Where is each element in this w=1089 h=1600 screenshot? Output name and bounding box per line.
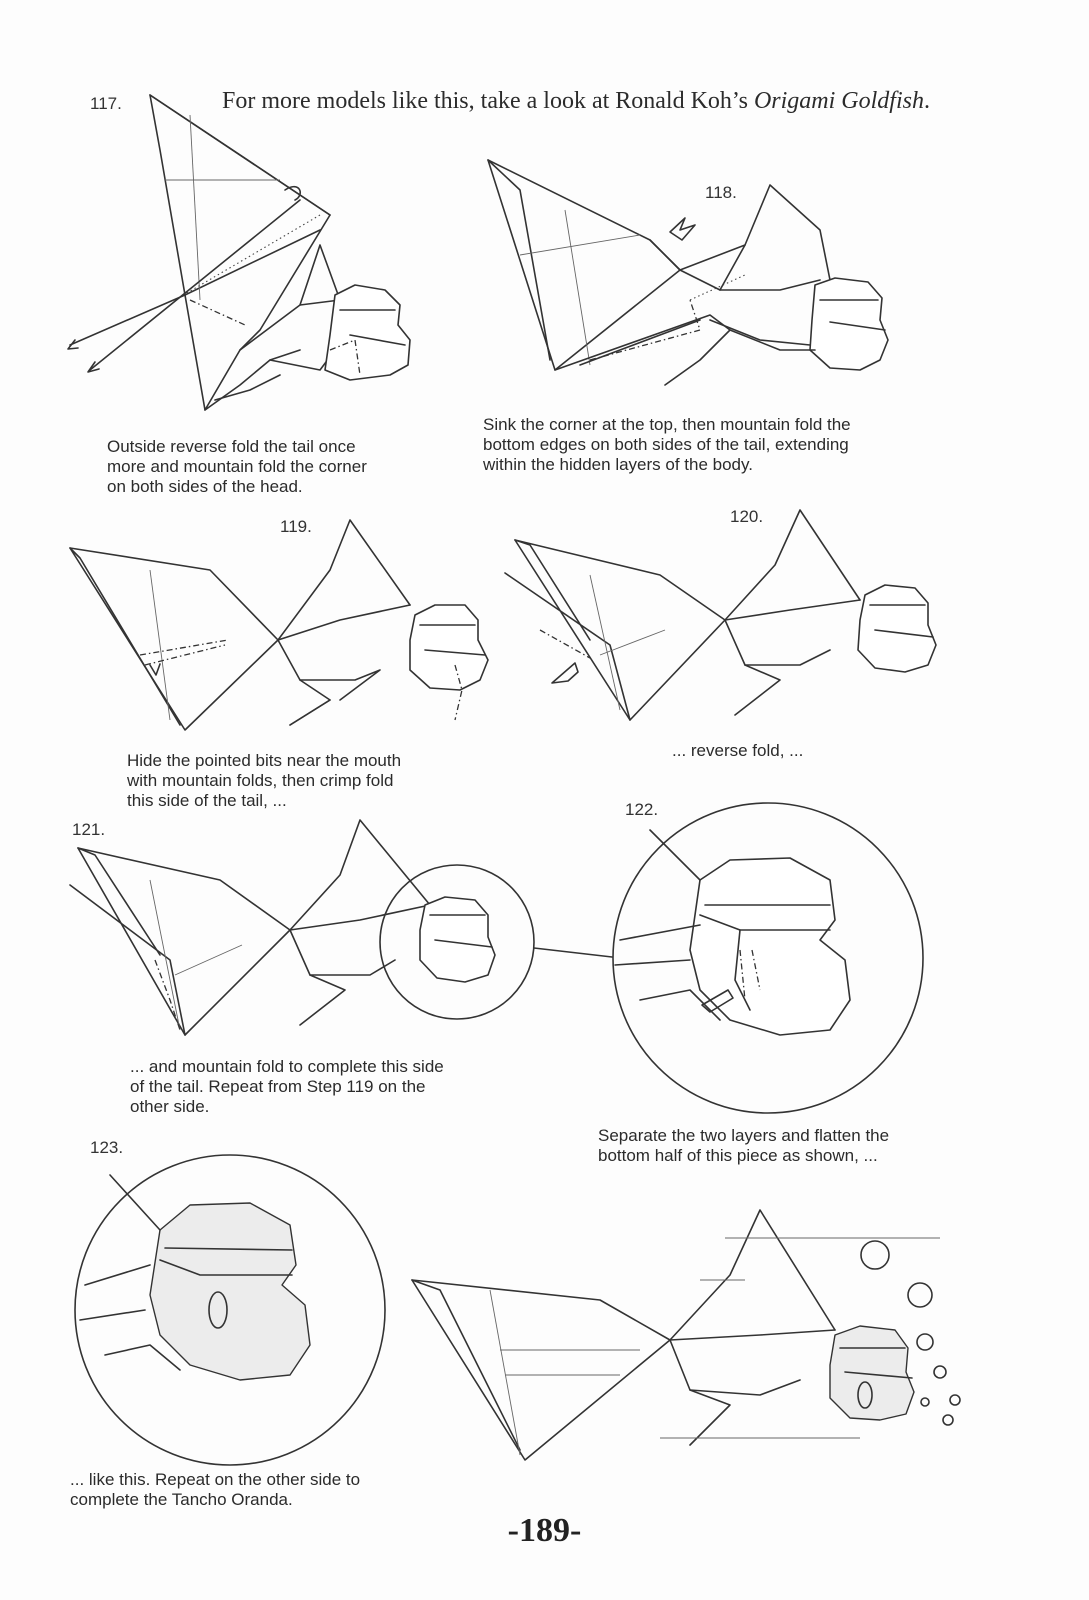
step-number-122: 122. xyxy=(625,800,659,819)
step-number-117: 117. xyxy=(90,94,122,113)
diagram-step-119 xyxy=(69,519,489,731)
book-reference-suffix: . xyxy=(923,88,930,114)
step-caption-119: Hide the pointed bits near the mouth wit… xyxy=(127,751,402,810)
step-number-118: 118. xyxy=(705,183,737,202)
book-reference-prefix: For more models like this, take a look a… xyxy=(222,88,754,114)
diagram-step-123 xyxy=(74,1154,386,1466)
step-number-120: 120. xyxy=(730,507,764,526)
step-caption-118: Sink the corner at the top, then mountai… xyxy=(483,415,851,474)
diagram-step-121 xyxy=(69,819,613,1036)
step-caption-123: ... like this. Repeat on the other side … xyxy=(70,1470,361,1509)
diagram-step-118 xyxy=(487,159,889,386)
diagram-step-120 xyxy=(504,509,937,721)
book-title: Origami Goldfish xyxy=(753,88,924,114)
step-caption-122: Separate the two layers and flatten the … xyxy=(598,1126,890,1165)
step-number-121: 121. xyxy=(72,820,106,839)
diagram-final-model xyxy=(411,1209,961,1461)
diagram-step-122 xyxy=(612,802,924,1114)
step-number-119: 119. xyxy=(280,517,312,536)
step-caption-121: ... and mountain fold to complete this s… xyxy=(130,1057,444,1116)
step-caption-120: ... reverse fold, ... xyxy=(672,741,804,760)
diagram-step-117 xyxy=(67,94,411,411)
book-reference-note: For more models like this, take a look a… xyxy=(222,88,930,115)
step-caption-117: Outside reverse fold the tail once more … xyxy=(107,437,367,496)
page-number: -189- xyxy=(507,1512,582,1549)
step-number-123: 123. xyxy=(90,1138,124,1157)
